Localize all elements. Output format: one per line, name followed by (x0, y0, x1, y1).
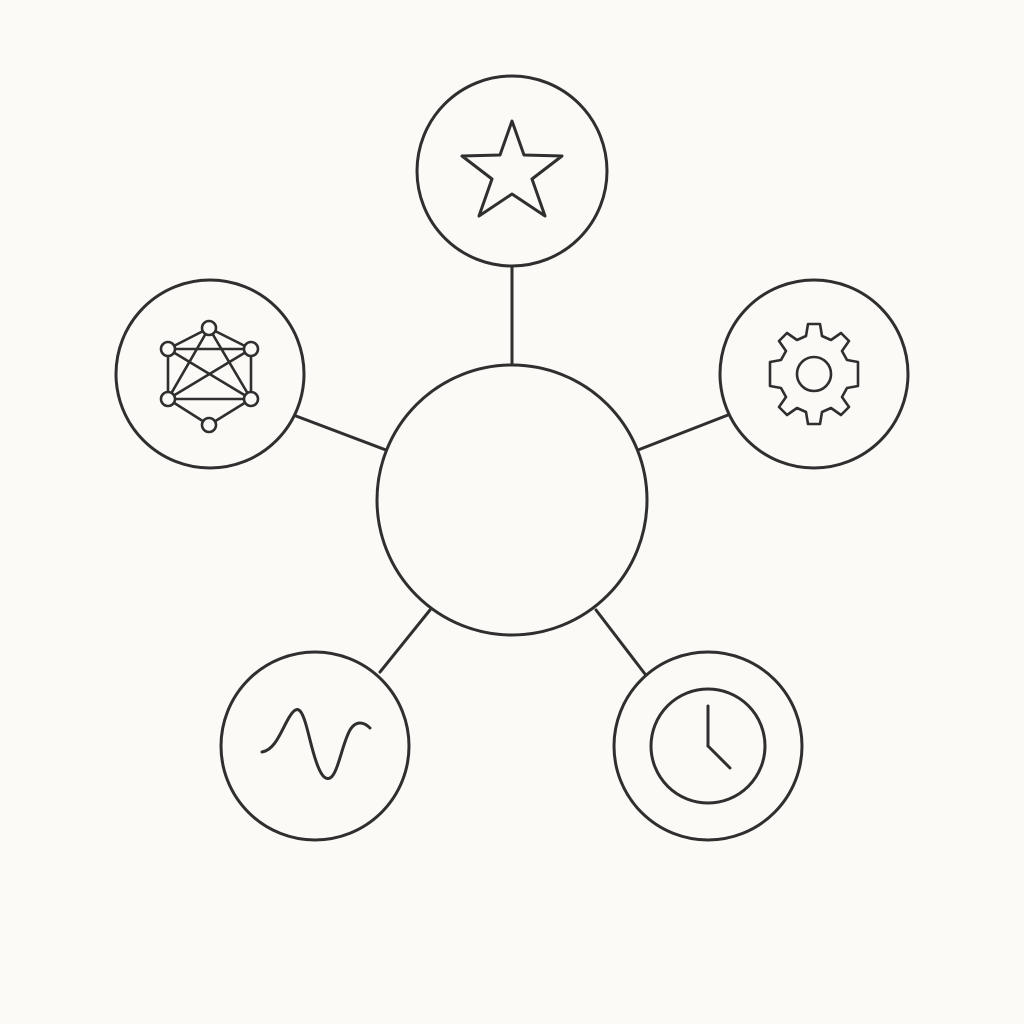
connector-bottom-left (378, 608, 432, 674)
star-icon (460, 119, 564, 218)
connector-right (636, 413, 730, 452)
hub-circle (375, 363, 649, 637)
connector-bottom-right (594, 608, 647, 676)
node-top (415, 74, 609, 268)
wave-icon (260, 708, 372, 780)
gear-icon (768, 322, 860, 426)
connectors (294, 264, 730, 676)
node-circle (415, 74, 609, 268)
node-left (114, 278, 306, 470)
network-icon (159, 319, 260, 434)
node-bottom-left (219, 650, 411, 842)
clock-icon (649, 687, 767, 805)
node-bottom-right (612, 650, 804, 842)
node-right (718, 278, 910, 470)
connector-left (294, 414, 388, 452)
node-circle (219, 650, 411, 842)
node-circle (718, 278, 910, 470)
